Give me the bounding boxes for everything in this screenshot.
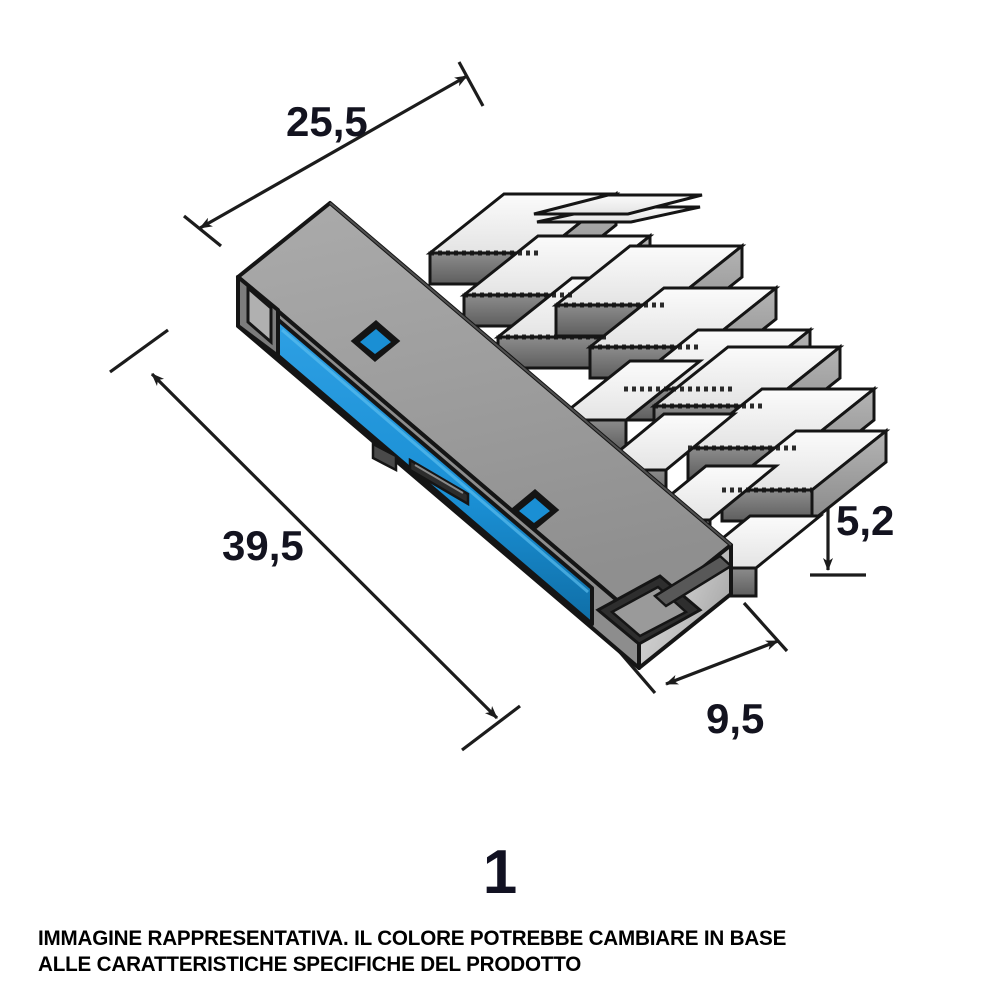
dimension-label-39-5: 39,5 bbox=[222, 522, 304, 569]
dimension-line bbox=[150, 372, 499, 720]
left-end-inset bbox=[246, 284, 273, 346]
extension-line-top bbox=[109, 328, 169, 374]
right-end-rib bbox=[652, 554, 734, 608]
housing-keyway-slot-1 bbox=[350, 320, 401, 362]
extension-line-bottom bbox=[461, 704, 521, 752]
connector-assembly bbox=[236, 190, 891, 670]
latch-tab-a bbox=[371, 441, 398, 473]
caption-line-1: IMMAGINE RAPPRESENTATIVA. IL COLORE POTR… bbox=[38, 926, 787, 950]
dimension-width-top: 25,5 bbox=[182, 61, 485, 248]
extension-line-left bbox=[182, 214, 223, 248]
figure-number: 1 bbox=[483, 838, 517, 907]
dimension-line bbox=[199, 74, 468, 230]
extension-line-right bbox=[742, 601, 789, 653]
slot-inner-blue bbox=[360, 329, 391, 354]
extension-line-right bbox=[457, 61, 485, 107]
housing-front-latch-detail bbox=[371, 441, 470, 507]
terminal-hatching bbox=[430, 250, 812, 493]
terminal-pin bbox=[533, 193, 703, 224]
terminal-field bbox=[425, 190, 891, 598]
housing-right-end-detail bbox=[595, 554, 734, 646]
dimension-label-25-5: 25,5 bbox=[286, 98, 368, 145]
latch-highlight bbox=[414, 464, 464, 494]
blue-strip-highlight bbox=[281, 328, 589, 594]
housing-left-end-cap bbox=[236, 275, 280, 358]
caption-line-2: ALLE CARATTERISTICHE SPECIFICHE DEL PROD… bbox=[38, 952, 582, 976]
slot-inner-blue bbox=[519, 498, 550, 523]
dimension-label-9-5: 9,5 bbox=[706, 695, 764, 742]
dimension-label-5-2: 5,2 bbox=[836, 497, 894, 544]
connector-housing bbox=[236, 201, 734, 670]
housing-keyway-slot-2 bbox=[509, 489, 560, 531]
top-face-back-edge bbox=[329, 202, 732, 546]
dimension-line bbox=[665, 639, 779, 686]
terminal-group-a2 bbox=[533, 193, 703, 224]
product-disclaimer-caption: IMMAGINE RAPPRESENTATIVA. IL COLORE POTR… bbox=[38, 925, 940, 977]
dimension-length-left: 39,5 bbox=[109, 328, 521, 752]
